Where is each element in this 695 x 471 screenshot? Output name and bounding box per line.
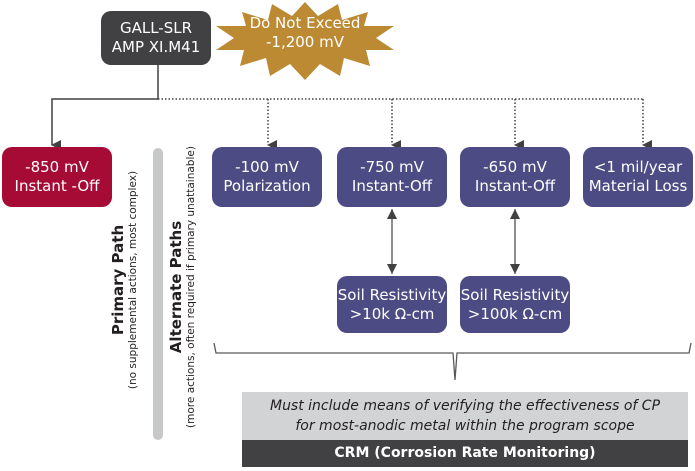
primary-path-title: Primary Path bbox=[109, 224, 127, 336]
criterion-box-650: -650 mV Instant-Off bbox=[460, 147, 570, 207]
warning-line2: -1,200 mV bbox=[266, 33, 344, 51]
condition-line1: Soil Resistivity bbox=[460, 285, 570, 304]
condition-box-soil-100k: Soil Resistivity >100k Ω-cm bbox=[460, 276, 570, 333]
warning-line1: Do Not Exceed bbox=[249, 14, 361, 32]
alternate-paths-title: Alternate Paths bbox=[167, 220, 185, 354]
primary-criterion-line1: -850 mV bbox=[25, 158, 89, 176]
condition-line1: Soil Resistivity bbox=[337, 285, 447, 304]
condition-line2: >10k Ω-cm bbox=[349, 304, 435, 323]
alternate-paths-label: Alternate Paths (more actions, often req… bbox=[167, 142, 198, 432]
criterion-line1: <1 mil/year bbox=[593, 158, 683, 176]
condition-line2: >100k Ω-cm bbox=[467, 304, 563, 323]
condition-box-soil-10k: Soil Resistivity >10k Ω-cm bbox=[337, 276, 447, 333]
path-divider bbox=[153, 148, 163, 440]
requirement-note: Must include means of verifying the effe… bbox=[242, 392, 688, 440]
criterion-line1: -650 mV bbox=[483, 158, 547, 176]
primary-connector bbox=[51, 65, 159, 150]
alternate-paths-subtitle: (more actions, often required if primary… bbox=[185, 146, 197, 428]
source-box: GALL-SLR AMP XI.M41 bbox=[101, 11, 211, 65]
primary-criterion-box: -850 mV Instant -Off bbox=[2, 147, 112, 207]
warning-starburst bbox=[216, 2, 394, 80]
criterion-line2: Instant-Off bbox=[474, 177, 556, 195]
primary-path-label: Primary Path (no supplemental actions, m… bbox=[109, 145, 140, 415]
warning-label: Do Not Exceed -1,200 mV bbox=[240, 14, 370, 52]
criterion-box-material-loss: <1 mil/year Material Loss bbox=[583, 147, 693, 207]
criterion-line1: -100 mV bbox=[235, 158, 299, 176]
criterion-line2: Instant-Off bbox=[351, 177, 433, 195]
crm-banner: CRM (Corrosion Rate Monitoring) bbox=[242, 440, 688, 467]
requirement-line1: Must include means of verifying the effe… bbox=[269, 398, 661, 414]
criterion-line1: -750 mV bbox=[360, 158, 424, 176]
primary-path-subtitle: (no supplemental actions, most complex) bbox=[127, 170, 139, 390]
brace bbox=[213, 342, 692, 381]
source-line1: GALL-SLR bbox=[119, 19, 193, 37]
criterion-box-polarization: -100 mV Polarization bbox=[212, 147, 322, 207]
primary-criterion-line2: Instant -Off bbox=[14, 177, 100, 195]
criterion-line2: Polarization bbox=[223, 177, 311, 195]
criterion-line2: Material Loss bbox=[588, 177, 688, 195]
requirement-line2: for most-anodic metal within the program… bbox=[295, 418, 635, 434]
criterion-box-750: -750 mV Instant-Off bbox=[337, 147, 447, 207]
source-line2: AMP XI.M41 bbox=[111, 38, 201, 56]
